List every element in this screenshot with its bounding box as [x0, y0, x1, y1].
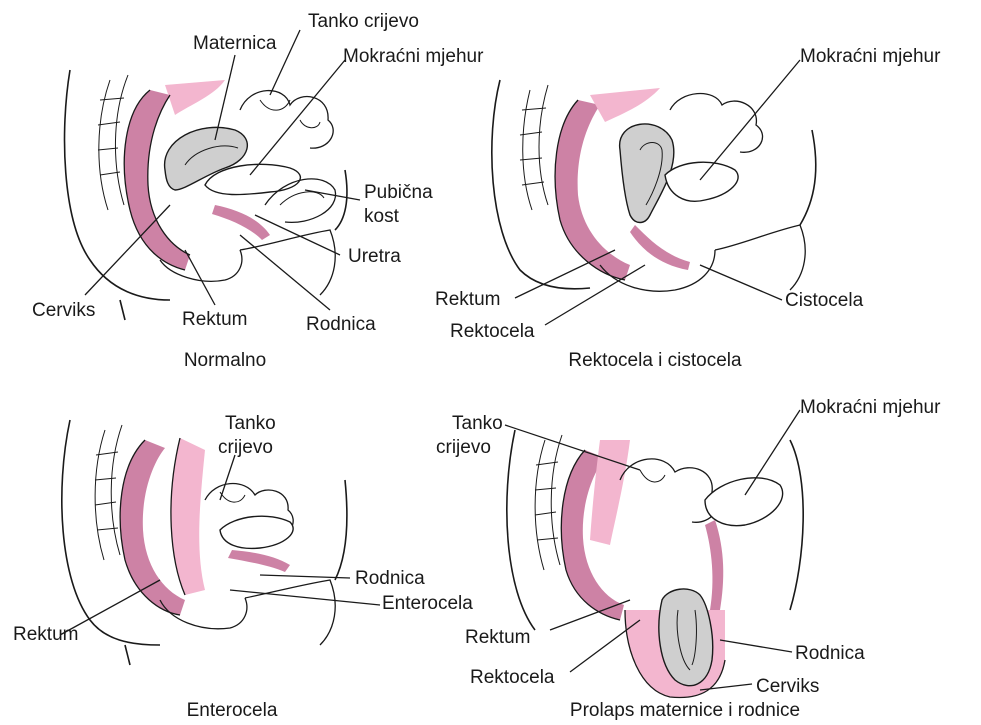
label-rektum-2: Rektum: [435, 289, 500, 310]
label-rodnica-3: Rodnica: [355, 568, 425, 589]
label-rektum: Rektum: [182, 309, 247, 330]
label-rektocela-4: Rektocela: [470, 667, 555, 688]
label-rektum-3: Rektum: [13, 624, 78, 645]
label-pubicna: Pubična: [364, 182, 433, 203]
panel-normalno-drawing: [65, 70, 347, 320]
caption-rektocela-cistocela: Rektocela i cistocela: [568, 350, 742, 371]
caption-normalno: Normalno: [184, 350, 266, 371]
label-crijevo-4: crijevo: [436, 437, 491, 458]
panel-rektocela-drawing: [492, 80, 816, 291]
label-uretra: Uretra: [348, 246, 401, 267]
caption-enterocela: Enterocela: [187, 700, 278, 721]
label-cistocela: Cistocela: [785, 290, 864, 311]
label-tanko-crijevo: Tanko crijevo: [308, 11, 419, 32]
label-tanko-4: Tanko: [452, 413, 503, 434]
label-maternica: Maternica: [193, 33, 277, 54]
label-mokracni-mjehur-2: Mokraćni mjehur: [800, 46, 941, 67]
panel-normalno: Tanko crijevo Maternica Mokraćni mjehur …: [32, 11, 484, 371]
label-kost: kost: [364, 206, 400, 227]
panel-prolaps: Tanko crijevo Mokraćni mjehur Rektum Rek…: [436, 397, 941, 721]
panel-rektocela-cistocela: Mokraćni mjehur Rektum Rektocela Cistoce…: [435, 46, 941, 371]
label-cerviks-4: Cerviks: [756, 676, 819, 697]
panel-prolaps-drawing: [507, 430, 803, 698]
panel-enterocela-drawing: [62, 420, 347, 665]
label-rektum-4: Rektum: [465, 627, 530, 648]
label-rodnica: Rodnica: [306, 314, 376, 335]
label-crijevo-3: crijevo: [218, 437, 273, 458]
label-enterocela: Enterocela: [382, 593, 473, 614]
label-cerviks: Cerviks: [32, 300, 95, 321]
panel-enterocela: Tanko crijevo Rodnica Enterocela Rektum …: [13, 413, 473, 721]
label-mokracni-mjehur-4: Mokraćni mjehur: [800, 397, 941, 418]
label-rodnica-4: Rodnica: [795, 643, 865, 664]
caption-prolaps: Prolaps maternice i rodnice: [570, 700, 800, 721]
panel-enterocela-leaders: [60, 455, 380, 635]
label-mokracni-mjehur: Mokraćni mjehur: [343, 46, 484, 67]
label-tanko-3: Tanko: [225, 413, 276, 434]
label-rektocela-2: Rektocela: [450, 321, 535, 342]
